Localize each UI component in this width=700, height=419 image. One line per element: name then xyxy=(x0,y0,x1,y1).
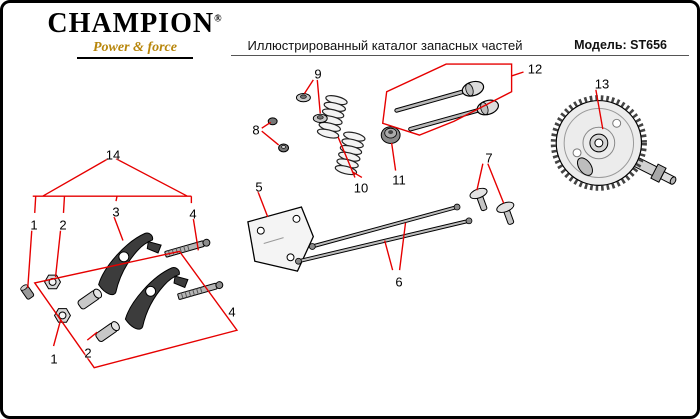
rocker-arm-assembly xyxy=(19,226,225,344)
valve-springs xyxy=(315,93,367,177)
champion-logo: CHAMPION® Power & force xyxy=(29,10,241,59)
brand-name: CHAMPION® xyxy=(29,10,241,38)
push-rods xyxy=(295,203,473,265)
parts-diagram xyxy=(19,63,677,369)
valve-keepers xyxy=(267,117,290,153)
valves xyxy=(394,80,500,132)
spring-seat xyxy=(380,126,401,144)
model-label: Модель: ST656 xyxy=(574,38,667,52)
tappets xyxy=(468,185,521,228)
catalog-title: Иллюстрированный каталог запасных частей xyxy=(247,38,523,53)
registered-mark: ® xyxy=(214,13,223,25)
brand-text: CHAMPION xyxy=(47,8,215,39)
mounting-plate xyxy=(247,206,315,272)
callout-lines xyxy=(27,63,604,369)
spring-retainers xyxy=(295,92,328,123)
camshaft xyxy=(550,95,677,191)
header-divider xyxy=(231,55,689,56)
brand-tagline: Power & force xyxy=(77,40,193,59)
